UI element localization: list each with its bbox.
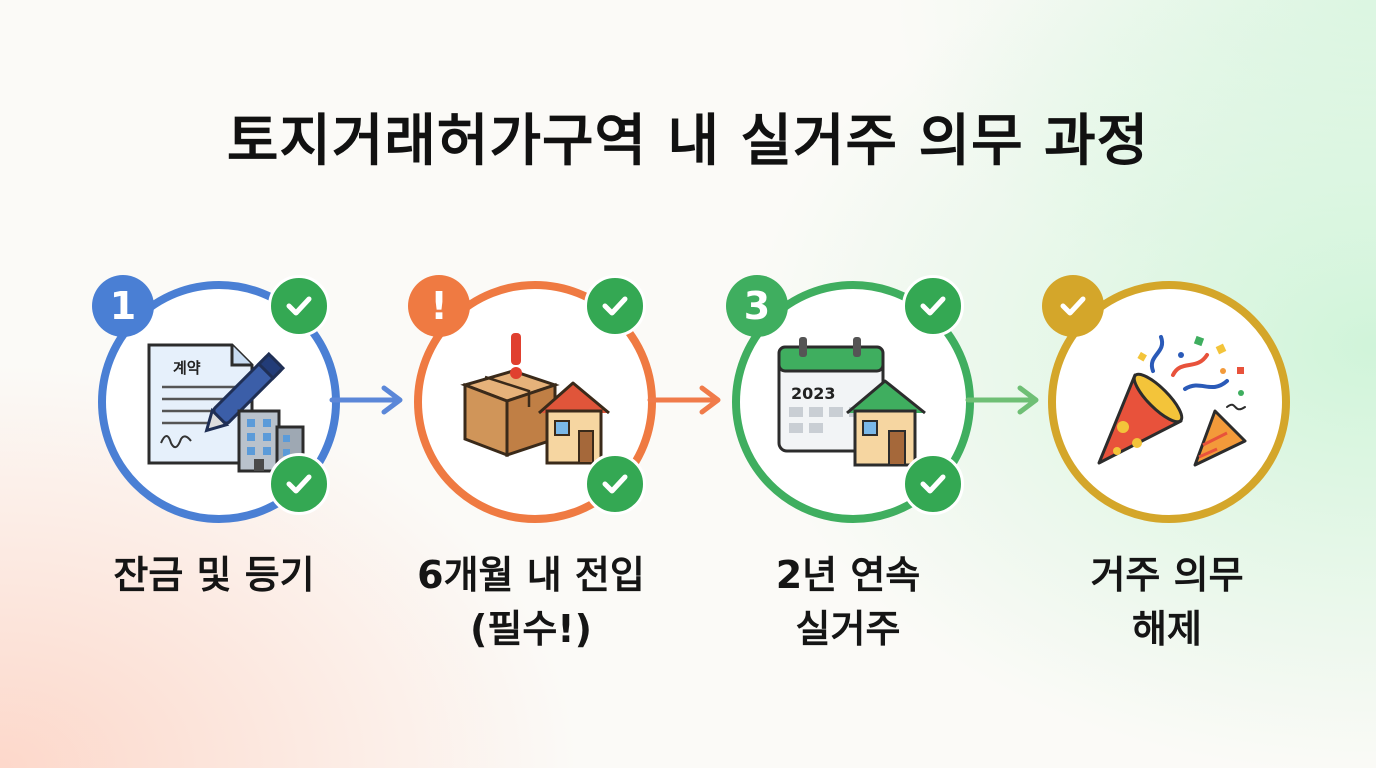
party-popper-icon (1097, 335, 1247, 467)
calendar-house-icon: 2023 (777, 337, 926, 467)
page-title: 토지거래허가구역 내 실거주 의무 과정 (226, 109, 1150, 174)
step-3-number-badge: 3 (726, 275, 788, 337)
step-4-label: 거주 의무 해제 (1090, 553, 1244, 651)
step-3-label: 2년 연속 실거주 (775, 553, 921, 651)
check-icon (584, 453, 646, 515)
contract-document-pen-building-icon: 계약 (147, 343, 305, 473)
arrow-right-icon (965, 385, 1039, 415)
contract-text: 계약 (173, 359, 201, 377)
check-icon (902, 275, 964, 337)
arrow-right-icon (647, 385, 721, 415)
step-2-alert-badge: ! (408, 275, 470, 337)
check-icon (268, 275, 330, 337)
calendar-year: 2023 (791, 384, 836, 403)
step-4 (1042, 275, 1292, 525)
step-2: ! (408, 275, 658, 525)
step-2-label: 6개월 내 전입 (필수!) (417, 553, 645, 651)
check-icon (584, 275, 646, 337)
check-icon (268, 453, 330, 515)
step-1-label: 잔금 및 등기 (113, 553, 315, 597)
step-3: 2023 3 (726, 275, 976, 525)
step-1: 계약 1 (92, 275, 342, 525)
moving-box-house-icon (460, 333, 610, 465)
check-icon (902, 453, 964, 515)
step-1-number-badge: 1 (92, 275, 154, 337)
arrow-right-icon (329, 385, 403, 415)
step-4-check-badge (1042, 275, 1104, 337)
